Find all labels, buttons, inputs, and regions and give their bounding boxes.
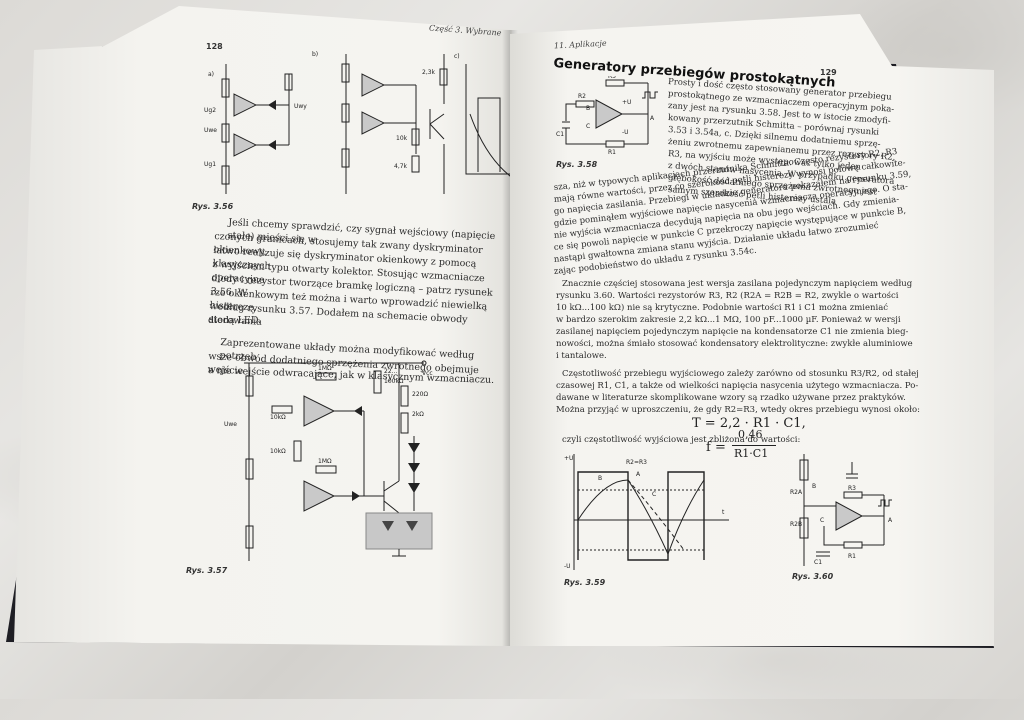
- figure-3-57: Vcc 1MΩ 1MΩ 10kΩ 10kΩ Uwe 22... 100kΩ 22…: [224, 360, 433, 561]
- figure-3-58: R3 R2 R1 C1 A B C +U -U: [556, 76, 658, 156]
- label-a: A: [888, 517, 893, 524]
- label-b: B: [812, 483, 816, 490]
- label-r47k: 4,7k: [394, 163, 408, 170]
- label-a: A: [636, 471, 641, 478]
- label-c1: C1: [556, 131, 564, 138]
- formula-f-numerator: 0,46: [738, 428, 763, 441]
- label-c: C: [652, 491, 656, 498]
- label-ug2: Ug2: [204, 107, 216, 114]
- label-1mohm-top: 1MΩ: [318, 365, 332, 372]
- text-line: i tantalowe.: [556, 351, 607, 361]
- label-r1: R1: [848, 553, 856, 560]
- right-page-header: 11. Aplikacje: [553, 38, 607, 51]
- label-r3: R3: [608, 76, 616, 80]
- label-r10k: 10k: [396, 135, 408, 142]
- label-2kohm: 2kΩ: [412, 411, 424, 418]
- text-line: w bardzo szerokim zakresie 2,2 kΩ...1 MΩ…: [556, 315, 901, 325]
- label-r1: R1: [608, 149, 616, 156]
- figure-3-60: R2A R2B R3 R1 C1 A B C: [790, 454, 893, 566]
- label-1mohm-bottom: 1MΩ: [318, 458, 332, 465]
- text-line: rysunku 3.60. Wartości rezystorów R3, R2…: [556, 291, 899, 301]
- text-line: czasowej R1, C1, a także od wielkości na…: [556, 381, 919, 391]
- text-line: czyli częstotliwość wyjściowa jest zbliż…: [562, 435, 801, 445]
- label-ug1: Ug1: [204, 161, 216, 168]
- text-line: 10 kΩ...100 kΩ) nie są krytyczne. Podobn…: [556, 303, 889, 313]
- right-page-number: 129: [820, 68, 837, 77]
- label-c1: C1: [814, 559, 822, 566]
- label-minus-u: -U: [622, 129, 629, 136]
- label-r2: R2: [578, 93, 586, 100]
- label-10kohm-a: 10kΩ: [270, 414, 286, 421]
- label-100kohm: 100kΩ: [384, 378, 404, 385]
- label-b: B: [586, 105, 590, 112]
- right-page: 11. Aplikacje Generatory przebiegów pros…: [510, 14, 994, 646]
- label-r2r3: R2=R3: [626, 459, 647, 466]
- text-line: zasilanej napięciem pojedynczym napięcie…: [556, 327, 909, 337]
- label-b: B: [598, 475, 602, 482]
- left-page-header: Część 3. Wybrane: [428, 23, 502, 38]
- label-r2b: R2B: [790, 521, 802, 528]
- fig-3-60-caption: Rys. 3.60: [792, 572, 834, 581]
- text-line: Częstotliwość przebiegu wyjściowego zale…: [562, 369, 919, 379]
- subfig-label-c: c): [454, 53, 460, 60]
- label-plus-u: +U: [564, 455, 573, 462]
- fig-3-56-caption: Rys. 3.56: [192, 202, 234, 211]
- label-c: C: [820, 517, 824, 524]
- text-line: nowości, można śmiało stosować kondensat…: [556, 339, 913, 349]
- label-220ohm: 220Ω: [412, 391, 428, 398]
- label-r23k: 2,3k: [422, 69, 436, 76]
- label-r3: R3: [848, 485, 856, 492]
- fig-3-58-caption: Rys. 3.58: [556, 160, 598, 169]
- label-uwe: Uwe: [204, 127, 217, 134]
- left-page-number: 128: [206, 42, 223, 51]
- subfig-label-a: a): [208, 71, 214, 78]
- formula-period: T = 2,2 · R1 · C1,: [692, 416, 806, 431]
- left-page: 128 Część 3. Wybrane a) b) c) Ug2 Uwe Ug…: [14, 6, 512, 646]
- label-a: A: [650, 115, 655, 122]
- label-minus-u: -U: [564, 563, 571, 570]
- subfig-label-b: b): [312, 51, 318, 58]
- formula-f-denominator: R1·C1: [734, 447, 769, 460]
- text-line: diodą LED.: [208, 315, 262, 326]
- label-22: 22...: [384, 368, 397, 375]
- text-line: Znacznie częściej stosowana jest wersja …: [562, 279, 913, 289]
- label-uwe: Uwe: [224, 421, 237, 428]
- figure-3-56: a) b) c) Ug2 Uwe Ug1 Uwy 2,3k 10k 4,7k: [204, 51, 512, 194]
- fraction-bar: [732, 445, 776, 446]
- fig-3-57-caption: Rys. 3.57: [186, 566, 228, 575]
- figure-3-59: +U -U t R2=R3 B A C: [564, 454, 729, 570]
- text-line: dawane w literaturze skomplikowane wzory…: [556, 393, 906, 403]
- fig-3-59-caption: Rys. 3.59: [564, 578, 606, 587]
- label-vcc: Vcc: [422, 370, 433, 377]
- label-c: C: [586, 123, 590, 130]
- formula-f-lhs: f =: [706, 440, 726, 455]
- text-line: Można przyjąć w uproszczeniu, że gdy R2=…: [556, 405, 920, 415]
- label-t: t: [722, 509, 725, 516]
- label-r2a: R2A: [790, 489, 803, 496]
- label-uwy: Uwy: [294, 103, 307, 110]
- label-plus-u: +U: [622, 99, 631, 106]
- label-10kohm-b: 10kΩ: [270, 448, 286, 455]
- formula-frequency: f = 0,46 R1·C1: [706, 428, 786, 468]
